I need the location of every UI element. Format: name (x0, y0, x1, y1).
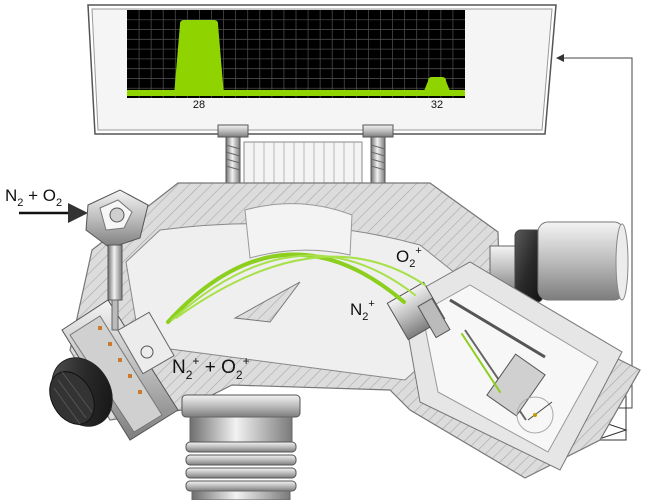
analyzer-arm (386, 261, 623, 471)
n2-ion-label: N2+ (350, 298, 375, 323)
ion-beams (166, 252, 501, 393)
ion-beam-detector (461, 333, 501, 393)
display-grid (127, 10, 465, 98)
gas-inlet-valve (19, 189, 149, 331)
beam-mixture-label: N2+ + O2+ (172, 354, 250, 382)
mount-bolts (217, 124, 394, 188)
baseline (127, 90, 465, 96)
pump-port (181, 394, 301, 500)
peak-28 (174, 20, 224, 96)
inlet-gas-label: N2 + O2 (5, 186, 62, 209)
ion-beam-n2 (171, 254, 416, 321)
ion-beam-o2 (175, 255, 426, 319)
spectrum-peaks (127, 20, 465, 96)
tick-label-28: 28 (193, 99, 205, 111)
cable-connector (49, 357, 113, 427)
o2-ion-label: O2+ (396, 245, 422, 270)
ion-beam-main (166, 252, 406, 324)
spectrum-display: 28 32 (87, 4, 557, 135)
tick-label-32: 32 (431, 99, 443, 111)
peak-32 (422, 77, 452, 96)
